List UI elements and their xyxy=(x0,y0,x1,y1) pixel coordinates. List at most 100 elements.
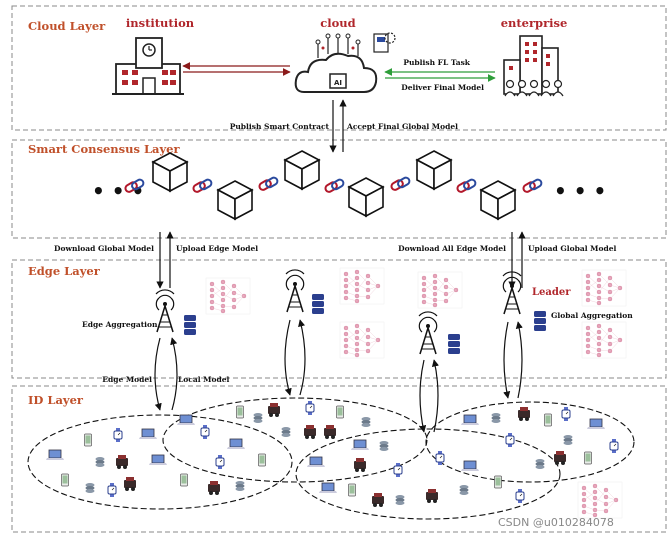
edge-node-2 xyxy=(285,267,385,359)
local-model-arrow xyxy=(298,319,306,396)
laptop-icon xyxy=(138,428,158,440)
robot-icon xyxy=(372,493,384,507)
laptop-icon xyxy=(460,414,480,426)
edge-model-arrow xyxy=(154,337,162,411)
phone-icon xyxy=(180,473,188,487)
local-model-arrow xyxy=(515,321,523,399)
device-cluster xyxy=(425,401,635,483)
chain-link xyxy=(191,177,214,195)
storage-icon xyxy=(235,481,245,491)
phone-icon xyxy=(236,405,244,419)
laptop-icon xyxy=(176,414,196,426)
accept-final-global-model-label: Accept Final Global Model xyxy=(346,122,458,131)
upload-global-model-label: Upload Global Model xyxy=(528,244,616,253)
storage-icon xyxy=(85,483,95,493)
block-cube xyxy=(416,150,452,190)
consensus-layer-title: Smart Consensus Layer xyxy=(28,142,180,156)
watch-icon xyxy=(515,488,525,504)
block-cube xyxy=(284,150,320,190)
tower-icon xyxy=(285,269,305,313)
edge-layer-border xyxy=(11,259,667,379)
leader-label: Leader xyxy=(532,287,571,298)
watermark: CSDN @u010284078 xyxy=(498,516,614,529)
laptop-icon xyxy=(226,438,246,450)
chain-link xyxy=(455,177,478,195)
watch-icon xyxy=(609,438,619,454)
robot-icon xyxy=(268,403,280,417)
cloud-layer-border xyxy=(11,5,667,131)
storage-icon xyxy=(361,417,371,427)
phone-icon xyxy=(348,483,356,497)
watch-icon xyxy=(107,482,117,498)
publish-smart-contract-label: Publish Smart Contract xyxy=(230,122,330,131)
watch-icon xyxy=(505,432,515,448)
device-clusters xyxy=(27,397,635,520)
edge-model-arrow xyxy=(419,359,427,433)
laptop-icon xyxy=(460,460,480,472)
edge-node-leader: Leader Global Aggregation xyxy=(502,269,633,359)
id-layer-title: ID Layer xyxy=(28,393,84,407)
neural-network-icon xyxy=(577,481,623,519)
watch-icon xyxy=(113,427,123,443)
cloud-layer: Cloud Layer xyxy=(11,5,667,131)
edge-model-label: Edge Model xyxy=(102,375,152,384)
laptop-icon xyxy=(586,418,606,430)
robot-icon xyxy=(124,477,136,491)
storage-icon xyxy=(95,457,105,467)
neural-network-icon xyxy=(581,321,627,359)
deliver-final-model-label: Deliver Final Model xyxy=(401,83,484,92)
upload-edge-model-label: Upload Edge Model xyxy=(176,244,258,253)
edge-model-arrow xyxy=(503,321,511,399)
neural-network-icon xyxy=(339,321,385,359)
neural-network-icon xyxy=(581,269,627,307)
consensus-layer: Smart Consensus Layer xyxy=(11,139,667,239)
storage-icon xyxy=(253,413,263,423)
robot-icon xyxy=(208,481,220,495)
phone-icon xyxy=(258,453,266,467)
global-aggregation-label: Global Aggregation xyxy=(551,311,633,320)
robot-icon xyxy=(426,489,438,503)
watch-icon xyxy=(435,450,445,466)
phone-icon xyxy=(84,433,92,447)
edge-node-3 xyxy=(417,271,463,355)
laptop-icon xyxy=(45,449,65,461)
local-model-arrow xyxy=(170,337,178,411)
local-model-arrow xyxy=(431,359,439,433)
laptop-icon xyxy=(350,439,370,451)
storage-icon xyxy=(395,495,405,505)
tower-icon xyxy=(418,311,438,355)
publish-fl-task-label: Publish FL Task xyxy=(403,58,470,67)
block-cube xyxy=(480,180,516,220)
neural-network-icon xyxy=(417,271,463,309)
robot-icon xyxy=(324,425,336,439)
server-icon xyxy=(534,311,546,331)
cloud-layer-title: Cloud Layer xyxy=(28,19,106,33)
neural-network-icon xyxy=(339,267,385,305)
storage-icon xyxy=(281,427,291,437)
server-icon xyxy=(448,334,460,354)
storage-icon xyxy=(563,435,573,445)
robot-icon xyxy=(304,425,316,439)
enterprise-title: enterprise xyxy=(501,16,568,30)
storage-icon xyxy=(459,485,469,495)
chain-link xyxy=(389,175,412,193)
storage-icon xyxy=(379,441,389,451)
local-model-label: Local Model xyxy=(178,375,229,384)
block-cube xyxy=(348,177,384,217)
phone-icon xyxy=(61,473,69,487)
robot-icon xyxy=(354,458,366,472)
institution-title: institution xyxy=(126,16,195,30)
blockchain xyxy=(123,150,544,220)
laptop-icon xyxy=(318,482,338,494)
download-global-model-label: Download Global Model xyxy=(54,244,154,253)
cloud-chip-label: AI xyxy=(334,79,342,87)
storage-icon xyxy=(535,459,545,469)
edge-layer: Edge Layer xyxy=(11,259,667,379)
download-all-edge-model-label: Download All Edge Model xyxy=(398,244,506,253)
chain-link xyxy=(257,175,280,193)
neural-network-icon xyxy=(205,277,251,315)
robot-icon xyxy=(518,407,530,421)
chain-link xyxy=(323,177,346,195)
storage-icon xyxy=(491,413,501,423)
